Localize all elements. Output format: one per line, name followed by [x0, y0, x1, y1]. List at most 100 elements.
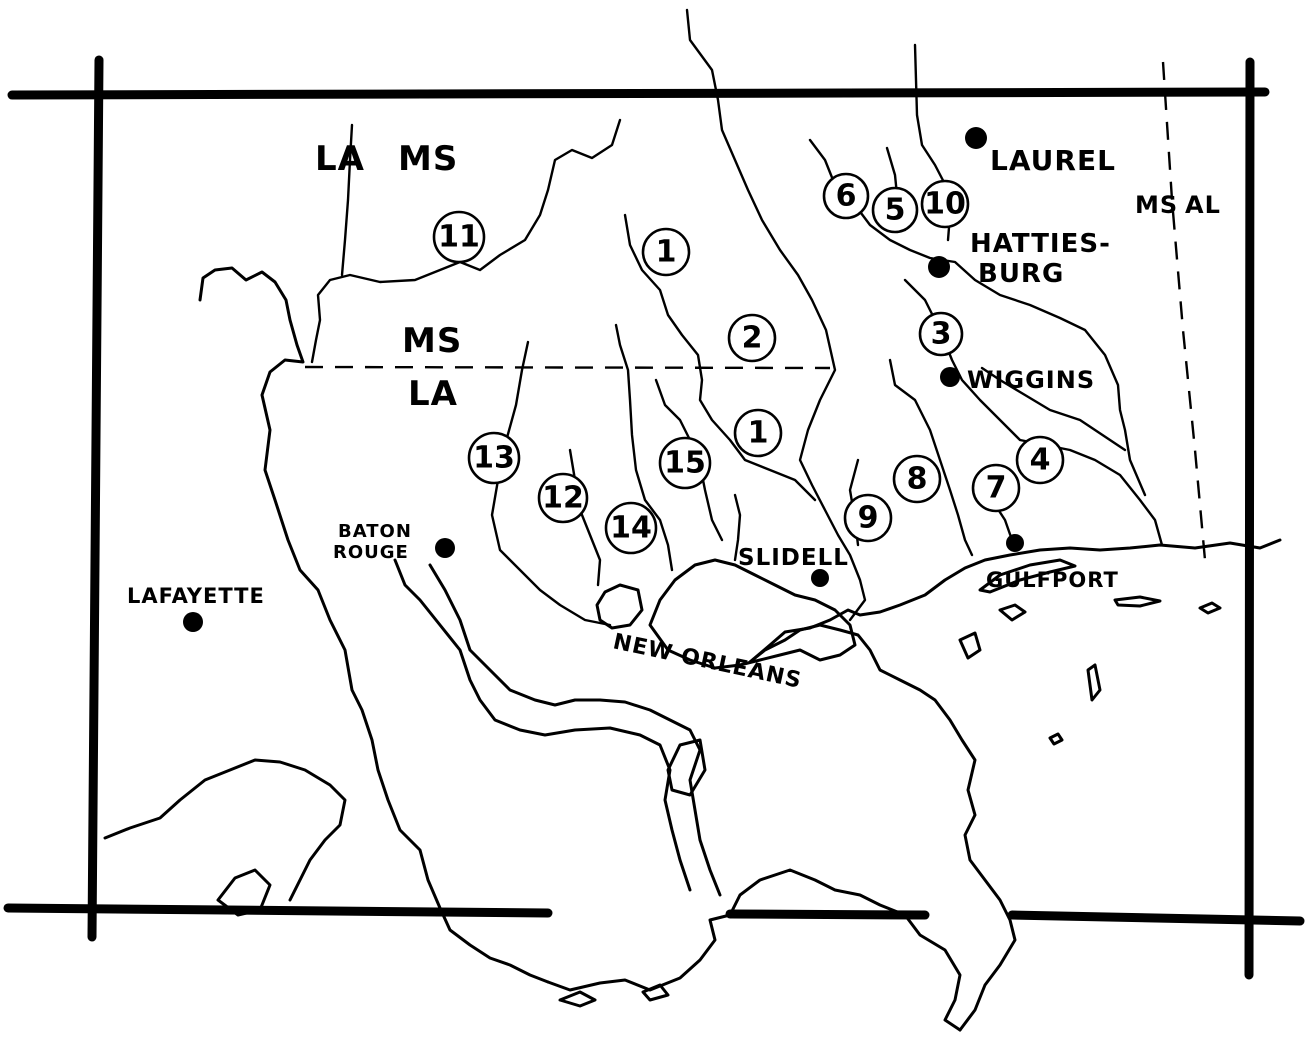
station-marker[interactable]: 6 — [822, 172, 870, 220]
river-mississippi-west-bank — [393, 558, 692, 892]
station-number: 15 — [664, 446, 706, 481]
lake-maurepas — [595, 583, 644, 630]
marsh-island-east — [978, 558, 1077, 594]
station-number: 9 — [858, 501, 879, 536]
station-number: 11 — [438, 220, 480, 255]
station-circle — [537, 472, 589, 524]
river-tickfaw — [568, 448, 602, 587]
station-circle — [658, 436, 712, 490]
ms-al-border — [1161, 61, 1207, 561]
rivers — [310, 8, 1164, 627]
city-label-lafayette: LAFAYETTE — [127, 584, 265, 608]
station-circle — [733, 408, 783, 458]
coastline-main — [198, 266, 550, 984]
station-circle — [467, 431, 521, 485]
station-number: 1 — [748, 416, 769, 451]
station-number: 14 — [610, 511, 652, 546]
city-label-baton-rouge-2: ROUGE — [333, 542, 409, 563]
ms-la-border — [304, 365, 831, 370]
station-number: 13 — [473, 441, 515, 476]
station-marker[interactable]: 10 — [920, 179, 970, 229]
map-frame — [3, 55, 1305, 980]
city-dot-wiggins — [940, 367, 960, 387]
river-amite — [490, 340, 612, 627]
city-label-laurel: LAUREL — [990, 144, 1116, 177]
river-red-creek — [980, 366, 1127, 452]
station-circle — [971, 463, 1021, 513]
frame-bottom-line-left — [3, 903, 553, 918]
station-circle — [871, 186, 919, 234]
city-markers — [183, 127, 1024, 632]
frame-bottom-line-right — [1007, 910, 1305, 926]
station-number: 1 — [656, 235, 677, 270]
city-dot-lafayette — [183, 612, 203, 632]
city-label-slidell: SLIDELL — [738, 545, 849, 571]
river-mississippi — [428, 563, 722, 897]
station-marker[interactable]: 14 — [604, 501, 658, 555]
station-circle — [843, 493, 893, 543]
station-marker[interactable]: 4 — [1015, 435, 1065, 485]
city-label-wiggins: WIGGINS — [967, 366, 1095, 394]
state-label-ms-top: MS — [398, 139, 458, 179]
island-6 — [1048, 732, 1064, 746]
station-number: 3 — [931, 317, 952, 352]
island-2 — [641, 983, 670, 1002]
station-number: 12 — [542, 481, 584, 516]
station-number: 5 — [885, 193, 906, 228]
station-marker[interactable]: 3 — [918, 311, 964, 357]
river-wolf — [888, 358, 974, 557]
frame-bottom-line-mid — [725, 909, 930, 920]
station-circle — [1015, 435, 1065, 485]
island-7 — [1086, 663, 1102, 702]
station-number: 7 — [986, 471, 1007, 506]
station-marker[interactable]: 8 — [892, 454, 942, 504]
frame-right-line — [1244, 57, 1255, 980]
island-5 — [1198, 601, 1222, 615]
station-circle — [920, 179, 970, 229]
frame-top-line — [7, 87, 1270, 100]
station-circle — [727, 313, 777, 363]
station-number: 8 — [907, 462, 928, 497]
city-label-gulfport: GULFPORT — [986, 568, 1119, 592]
station-marker[interactable]: 11 — [432, 210, 486, 264]
station-marker[interactable]: 2 — [727, 313, 777, 363]
delta-island — [666, 738, 707, 797]
island-3 — [998, 603, 1027, 622]
station-marker[interactable]: 12 — [537, 472, 589, 524]
state-label-al-right: AL — [1185, 191, 1221, 219]
station-marker[interactable]: 15 — [658, 436, 712, 490]
station-number: 2 — [742, 321, 763, 356]
station-marker[interactable]: 5 — [871, 186, 919, 234]
station-circle — [822, 172, 870, 220]
station-circle — [432, 210, 486, 264]
city-label-hattiesburg-1: HATTIES- — [970, 229, 1111, 259]
river-pearl-west — [310, 118, 622, 364]
station-circle — [604, 501, 658, 555]
city-dot-baton-rouge — [435, 538, 455, 558]
river-northwest — [340, 123, 354, 277]
city-label-baton-rouge-1: BATON — [338, 521, 412, 542]
coastline-east — [748, 623, 1017, 1032]
atchafalaya-basin — [103, 758, 347, 902]
coastline-delta — [546, 868, 962, 1032]
station-marker[interactable]: 13 — [467, 431, 521, 485]
city-dot-gulfport — [1006, 534, 1024, 552]
state-labels: LA MS MS LA MS AL — [315, 139, 1221, 414]
station-number: 6 — [836, 179, 857, 214]
island-8 — [958, 631, 982, 660]
city-labels: LAUREL HATTIES- BURG WIGGINS BATON ROUGE… — [127, 144, 1119, 694]
island-west — [216, 868, 272, 917]
station-marker[interactable]: 7 — [971, 463, 1021, 513]
station-marker[interactable]: 1 — [733, 408, 783, 458]
river-tangipahoa — [614, 323, 674, 572]
city-dot-laurel — [965, 127, 987, 149]
river-pearl — [685, 8, 867, 622]
station-marker[interactable]: 1 — [641, 227, 691, 277]
station-circle — [641, 227, 691, 277]
station-circle — [918, 311, 964, 357]
city-dot-hattiesburg — [928, 256, 950, 278]
station-marker[interactable]: 9 — [843, 493, 893, 543]
city-dot-slidell — [811, 569, 829, 587]
frame-left-line — [87, 55, 104, 942]
